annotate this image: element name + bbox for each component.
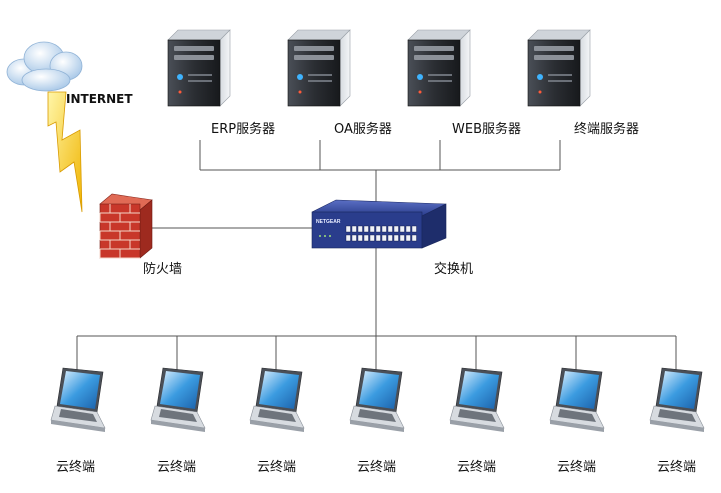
switch-icon: NETGEAR [311,199,447,249]
server-tower-icon [167,29,231,107]
server-group [167,29,591,107]
switch-brand-text: NETGEAR [316,219,341,225]
cloud-icon [6,41,83,92]
client-label: 云终端 [657,460,697,475]
server-tower-icon [527,29,591,107]
server-tower-icon [287,29,351,107]
firewall-icon [99,193,153,259]
client-label: 云终端 [257,460,297,475]
client-label: 云终端 [357,460,397,475]
client-label: 云终端 [157,460,197,475]
client-label: 云终端 [557,460,597,475]
internet-label: INTERNET [66,92,133,106]
laptop-icon [549,367,605,432]
server-label-terminal: 终端服务器 [574,122,640,137]
laptop-icon [150,367,206,432]
client-label: 云终端 [56,460,96,475]
firewall-label: 防火墙 [143,262,183,277]
laptop-icon [249,367,305,432]
laptop-icon [50,367,106,432]
client-drops [76,336,677,372]
laptop-icon [649,367,705,432]
lightning-icon [47,91,83,213]
laptop-icon [349,367,405,432]
server-tower-icon [407,29,471,107]
server-label-web: WEB服务器 [452,122,521,137]
server-label-oa: OA服务器 [334,122,392,137]
laptop-icon [449,367,505,432]
laptop-group [50,367,705,432]
switch-label: 交换机 [434,262,474,277]
client-label: 云终端 [457,460,497,475]
server-label-erp: ERP服务器 [211,122,276,137]
